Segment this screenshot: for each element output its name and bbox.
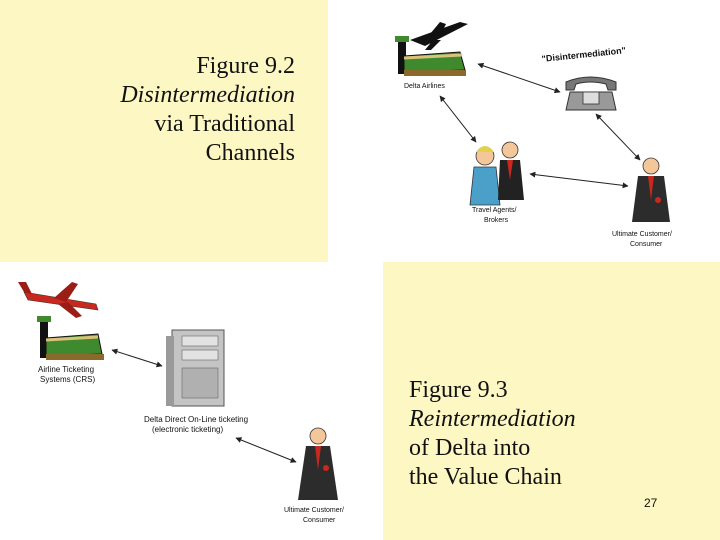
- customer-icon-bottom: [298, 427, 338, 500]
- server-computer-icon: [166, 329, 225, 407]
- arrow-agents-customer: [529, 171, 629, 189]
- arrow-delta-phone: [477, 62, 561, 94]
- figure-9-2-title: Disintermediation: [120, 82, 295, 108]
- arrow-phone-customer: [595, 113, 641, 161]
- page-number: 27: [644, 496, 658, 510]
- customer-label-bottom-1: Ultimate Customer/: [284, 507, 344, 514]
- delta-terminal-icon: [395, 36, 466, 76]
- travel-agents-label-2: Brokers: [484, 217, 509, 224]
- delta-airlines-label: Delta Airlines: [404, 83, 445, 90]
- crs-terminal-icon: [37, 316, 104, 360]
- customer-label-top-1: Ultimate Customer/: [612, 231, 672, 238]
- caption-panel-top: [0, 0, 328, 262]
- crs-label-1: Airline Ticketing: [38, 365, 94, 374]
- figure-9-3-number: Figure 9.3: [409, 377, 508, 403]
- figure-9-2-line3: via Traditional: [154, 111, 295, 137]
- travel-agents-label-1: Travel Agents/: [472, 207, 517, 214]
- airplane-icon: [410, 22, 468, 50]
- customer-label-bottom-2: Consumer: [303, 517, 336, 524]
- customer-label-top-2: Consumer: [630, 241, 663, 248]
- caption-panel-bottom: [383, 262, 720, 540]
- red-airplane-icon: [18, 282, 99, 318]
- arrow-server-customer: [235, 437, 297, 463]
- online-ticketing-label-1: Delta Direct On-Line ticketing: [144, 415, 248, 424]
- figure-9-3-title: Reintermediation: [409, 406, 576, 432]
- travel-agents-icon: [469, 141, 524, 206]
- online-ticketing-label-2: (electronic ticketing): [152, 425, 223, 434]
- telephone-icon: [565, 76, 617, 111]
- figure-9-2-number: Figure 9.2: [196, 53, 295, 79]
- arrow-crs-server: [111, 348, 163, 368]
- figure-9-3-line3: of Delta into: [409, 435, 531, 461]
- figure-9-3-caption: Figure 9.3 Reintermediation of Delta int…: [409, 376, 576, 492]
- figure-9-3-line4: the Value Chain: [409, 464, 562, 490]
- customer-icon-top: [632, 157, 670, 222]
- figure-9-2-caption: Figure 9.2 Disintermediation via Traditi…: [120, 52, 295, 168]
- crs-label-2: Systems (CRS): [40, 375, 95, 384]
- arrow-delta-agents: [439, 95, 477, 143]
- figure-9-2-line4: Channels: [205, 140, 295, 166]
- disintermediation-label: "Disintermediation": [541, 45, 626, 64]
